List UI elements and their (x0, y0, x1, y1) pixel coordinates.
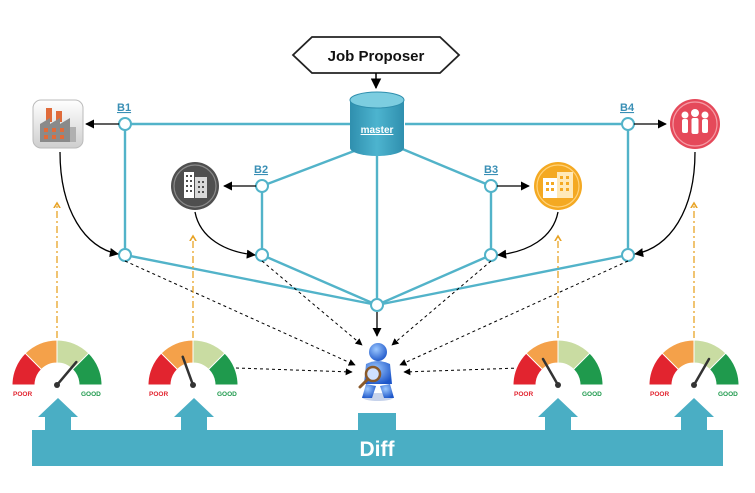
quality-gauge-3: POOR GOOD (512, 339, 604, 398)
master-label: master (361, 125, 394, 136)
gauge-needle (541, 357, 560, 387)
gauge-poor-label: POOR (650, 391, 669, 398)
diff-label: Diff (360, 438, 396, 461)
node-b3-top (484, 179, 498, 193)
database-icon (350, 100, 404, 156)
gauge-hub (691, 382, 697, 388)
node-b1-top (118, 117, 132, 131)
job-proposer: Job Proposer (291, 36, 461, 74)
gauge-good-label: GOOD (81, 391, 101, 398)
office-building-icon (171, 162, 219, 210)
branch-network (123, 122, 630, 307)
quality-gauge-2: POOR GOOD (147, 339, 239, 398)
factory-icon (32, 99, 84, 149)
node-b2-bottom (255, 248, 269, 262)
branch-label-b4: B4 (620, 102, 635, 114)
gauge-hub (54, 382, 60, 388)
gauge-needle (55, 360, 78, 387)
up-arrow-1 (38, 398, 78, 431)
diff-up-arrows (38, 398, 714, 431)
gauge-segment (572, 352, 604, 386)
gauge-hub (190, 382, 196, 388)
quality-gauge-1: POOR GOOD (11, 339, 103, 398)
gauge-hub (555, 382, 561, 388)
master-repository: master (349, 91, 405, 156)
branch-label-b1: B1 (117, 102, 131, 114)
branch-label-b2: B2 (254, 164, 268, 176)
branch-nodes (118, 117, 635, 312)
inspector-icon (358, 343, 394, 401)
up-arrow-4 (674, 398, 714, 431)
node-b1-bottom (118, 248, 132, 262)
gauge-segment (71, 352, 103, 386)
node-b3-bottom (484, 248, 498, 262)
gauge-segment (708, 352, 740, 386)
up-arrow-3 (538, 398, 578, 431)
people-icon (670, 99, 720, 149)
quality-gauge-4: POOR GOOD (648, 339, 740, 398)
gauge-poor-label: POOR (13, 391, 32, 398)
up-arrow-2 (174, 398, 214, 431)
gauge-poor-label: POOR (149, 391, 168, 398)
node-merge (370, 298, 384, 312)
branch-label-b3: B3 (484, 164, 498, 176)
gauge-good-label: GOOD (718, 391, 738, 398)
gauge-good-label: GOOD (217, 391, 237, 398)
job-proposer-label: Job Proposer (328, 48, 425, 65)
node-b4-top (621, 117, 635, 131)
warehouse-icon (534, 162, 582, 210)
gauge-needle (692, 357, 711, 387)
gauge-needle (181, 355, 195, 387)
gauge-good-label: GOOD (582, 391, 602, 398)
diff-bar: Diff (32, 413, 723, 466)
feedback-arrows (57, 203, 694, 338)
gauge-poor-label: POOR (514, 391, 533, 398)
node-b2-top (255, 179, 269, 193)
gauge-segment (207, 352, 239, 386)
node-b4-bottom (621, 248, 635, 262)
